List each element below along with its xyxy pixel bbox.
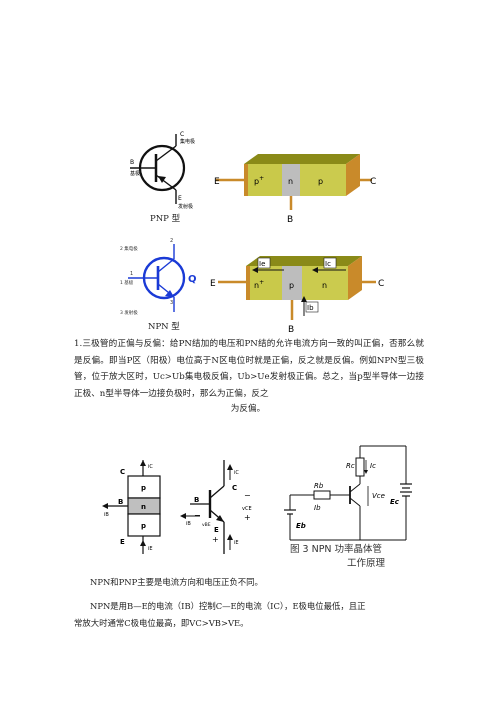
- layer-ic: iC: [148, 464, 153, 470]
- sym-minus-left: −: [194, 511, 201, 520]
- npn-bar-e: E: [210, 279, 216, 289]
- circuit-ib: Ib: [314, 504, 321, 512]
- pnp-bar-c: C: [370, 177, 376, 187]
- paragraph-bias-explanation: 1.三极管的正偏与反偏：给PN结加的电压和PN结的允许电流方向一致的叫正偏，否那…: [74, 339, 424, 399]
- pnp-c-label: 集电极: [180, 138, 195, 145]
- npn-num3: 3: [170, 300, 173, 306]
- pnp-region-p-plus: p+: [254, 175, 264, 186]
- circuit-vce: Vce: [372, 492, 385, 500]
- circuit-ic: Ic: [370, 462, 376, 470]
- npn-symbol-diagram: 2 2 集电极 1 1 基极 3 3 发射极 Q: [120, 238, 197, 316]
- layer-p2: p: [141, 522, 146, 530]
- pnp-junction-bar: E C B p+ n p: [214, 154, 376, 225]
- circuit-rc: Rc: [346, 462, 355, 470]
- circuit-rb: Rb: [314, 482, 324, 490]
- npn-caption: NPN 型: [148, 322, 180, 332]
- npn-q-label: Q: [188, 274, 197, 285]
- sym-b: B: [194, 496, 199, 504]
- pnp-b-letter: B: [130, 159, 134, 166]
- pnp-region-p: p: [318, 177, 323, 186]
- npn-bar-b: B: [288, 325, 294, 335]
- layer-b: B: [118, 498, 123, 506]
- paragraph-npn-control-line2: 常放大时通常C极电位最高，即VC>VB>VE。: [74, 618, 249, 628]
- sym-minus-top: −: [244, 491, 251, 500]
- npn-region-n-plus: n+: [254, 279, 264, 290]
- npn-e-label: 3 发射极: [120, 309, 138, 316]
- sym-ib: iB: [186, 521, 191, 527]
- npn-num1: 1: [130, 271, 133, 277]
- npn-num2: 2: [170, 238, 173, 244]
- npn-label-ic: Ic: [325, 260, 331, 268]
- pnp-b-label: 基极: [130, 170, 140, 177]
- pnp-symbol-diagram: C 集电极 B 基极 E 发射极: [130, 131, 195, 210]
- npn-label-ib: Ib: [307, 304, 314, 312]
- sym-e: E: [214, 526, 219, 534]
- npn-bar-c: C: [378, 279, 384, 289]
- sym-plus-right: +: [244, 513, 251, 522]
- sym-c: C: [232, 484, 237, 492]
- pnp-caption: PNP 型: [150, 214, 181, 224]
- sym-plus-bottom: +: [212, 535, 219, 544]
- paragraph-bias-end: 为反偏。: [230, 404, 266, 414]
- paragraph-npn-pnp-difference: NPN和PNP主要是电流方向和电压正负不同。: [90, 577, 263, 587]
- npn-layer-diagram: C B E p n p iC iB iE: [102, 460, 161, 554]
- npn-emitter-arrow: [165, 290, 174, 297]
- figure-caption-line1: 图 3 NPN 功率晶体管: [290, 544, 383, 555]
- npn-label-ie: Ie: [259, 260, 265, 268]
- pnp-e-label: 发射极: [178, 203, 193, 210]
- npn-power-circuit: Rc Ic Rb Ib Vce Eb Ec: [284, 445, 412, 541]
- pnp-region-n: n: [288, 177, 293, 186]
- sym-vce: vCE: [242, 506, 252, 512]
- npn-region-n: n: [322, 281, 327, 290]
- npn-b-label: 1 基极: [120, 279, 134, 286]
- pnp-bar-b: B: [287, 215, 293, 225]
- layer-e: E: [120, 538, 125, 546]
- layer-ib: iB: [104, 512, 109, 518]
- pnp-emitter-arrow: [158, 176, 166, 183]
- circuit-eb: Eb: [296, 522, 306, 530]
- layer-ie: iE: [148, 546, 153, 552]
- pnp-e-letter: E: [178, 195, 182, 202]
- npn-voltage-symbol: C B E iC iB iE vCE vBE − + − +: [180, 460, 252, 554]
- sym-ic: iC: [234, 470, 239, 476]
- sym-vbe: vBE: [202, 522, 211, 528]
- figure-caption-line2: 工作原理: [347, 558, 386, 569]
- layer-p1: p: [141, 484, 146, 492]
- circuit-ec: Ec: [390, 498, 400, 506]
- npn-c-label: 2 集电极: [120, 245, 138, 252]
- paragraph-npn-control-line1: NPN是用B—E的电流（IB）控制C—E的电流（IC），E极电位最低，且正: [90, 601, 366, 611]
- layer-n: n: [141, 503, 146, 511]
- pnp-c-letter: C: [180, 131, 184, 138]
- npn-region-p: p: [289, 281, 294, 290]
- sym-ie: iE: [234, 540, 239, 546]
- pnp-bar-e: E: [214, 177, 220, 187]
- npn-junction-bar: Ie Ic Ib E C B n+ p n: [210, 256, 384, 335]
- layer-c: C: [120, 468, 125, 476]
